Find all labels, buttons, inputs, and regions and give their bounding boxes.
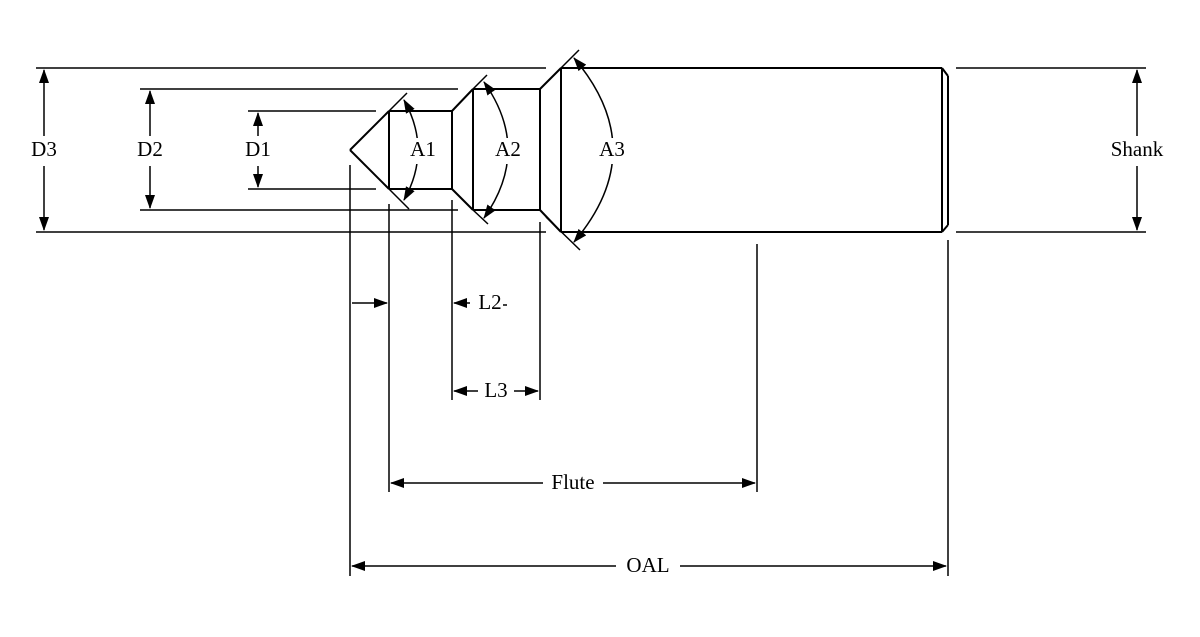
a3-ext-lower [545,216,581,251]
a2-label: A2 [495,137,521,161]
d3-label: D3 [31,137,57,161]
angle-dimensions: A1 A2 A3 [388,49,630,251]
a3-label: A3 [599,137,625,161]
tip-cone-lower-edge [349,149,390,190]
tip-cone-upper-edge [349,110,390,151]
d1-label: D1 [245,137,271,161]
shank-label: Shank [1111,137,1164,161]
a1-ext-upper [388,92,408,112]
a1-label: A1 [410,137,436,161]
a1-ext-lower [388,188,410,210]
a3-label-bg [594,138,630,164]
diameter-dimensions: D3 D2 D1 Shank [31,69,1164,231]
second-chamfer-upper [451,88,474,112]
oal-label: OAL [626,553,669,577]
a2-ext-upper [472,74,488,90]
flute-label: Flute [551,470,594,494]
extension-lines [36,67,1146,576]
l2-label: L2 [478,290,501,314]
a2-ext-lower [472,209,489,225]
a3-ext-upper [545,49,580,84]
a2-label-bg [490,138,526,164]
a1-label-bg [406,138,440,164]
length-dimensions: L2 L3 Flute OAL [351,290,947,577]
l3-label: L3 [484,378,507,402]
second-chamfer-lower [451,188,474,211]
d2-label: D2 [137,137,163,161]
